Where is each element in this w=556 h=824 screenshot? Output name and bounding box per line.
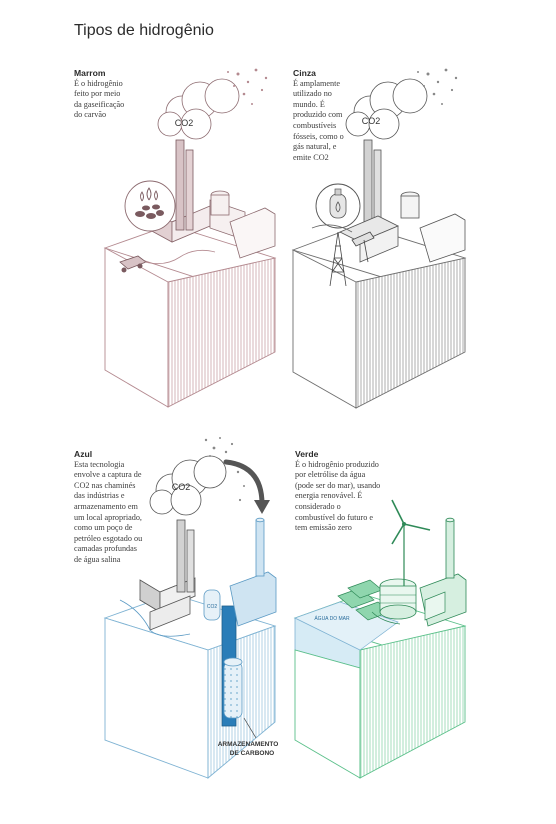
storage-label-line2: DE CARBONO [230,750,274,757]
panel-marrom-line: É o hidrogênio [74,78,123,88]
storage-label-line1: ARMAZENAMENTO [218,741,279,748]
panel-azul-heading: Azul [74,449,93,459]
panel-azul-line: Esta tecnologia [74,459,125,469]
capture-arrow-icon [223,459,265,507]
oil-derrick-icon [329,231,347,287]
panel-cinza-line: utilizado no [293,89,332,99]
panel-marrom-line: da gaseificação [74,99,125,109]
panel-azul-body: Esta tecnologia envolve a captura de CO2… [74,460,174,566]
pumpjack-icon [351,231,375,247]
panel-cinza-line: mundo. É [293,99,325,109]
panel-azul-line: CO2 nas chaminés [74,480,136,490]
panel-verde-heading: Verde [295,449,319,459]
panel-azul-line: petróleo esgotado ou [74,533,143,543]
co2-label-marrom: CO2 [175,118,194,128]
panel-cinza-line: combustíveis [293,120,337,130]
panel-cinza-line: gás natural, e [293,142,337,152]
panel-azul-text: Azul Esta tecnologia envolve a captura d… [74,449,174,566]
particles-marrom [227,68,268,105]
panel-verde-line: combustível do futuro e [295,512,373,522]
panel-verde-line: (pode ser do mar), usando [295,480,381,490]
panel-marrom-line: feito por meio [74,89,121,99]
sea-water-label: ÁGUA DO MAR [314,615,350,622]
panel-azul-line: camadas profundas [74,544,137,554]
coal-icon [124,180,176,232]
panel-cinza-line: É amplamente [293,78,341,88]
panel-cinza-body: É amplamente utilizado no mundo. É produ… [293,79,383,164]
panel-verde-line: por eletrólise da água [295,470,366,480]
panel-verde-text: Verde É o hidrogênio produzido por eletr… [295,449,415,534]
panel-azul-line: como um poço de [74,523,133,533]
co2-label-cinza: CO2 [362,116,381,126]
block-azul: CO2 CO2 ARMAZENAMENTO DE CARBONO [103,437,279,779]
panel-marrom-text: Marrom É o hidrogênio feito por meio da … [74,68,164,121]
panel-azul-line: das indústrias e [74,491,125,501]
panel-verde-body: É o hidrogênio produzido por eletrólise … [295,460,415,534]
block-cinza: CO2 [291,68,467,409]
particles-azul [204,437,245,502]
panel-verde-line: considerado o [295,501,341,511]
panel-cinza-heading: Cinza [293,68,316,78]
panel-cinza-line: emite CO2 [293,152,329,162]
panel-marrom-heading: Marrom [74,68,106,78]
block-marrom: CO2 [103,68,277,408]
panel-verde-line: energia renovável. É [295,491,363,501]
panel-azul-line: armazenamento em [74,501,138,511]
panel-verde-line: tem emissão zero [295,523,352,533]
panel-cinza-line: fósseis, como o [293,131,344,141]
panel-marrom-line: do carvão [74,110,107,120]
block-verde: ÁGUA DO MAR [293,499,467,779]
panel-verde-line: É o hidrogênio produzido [295,459,379,469]
panel-azul-line: um local apropriado, [74,512,142,522]
panel-cinza-text: Cinza É amplamente utilizado no mundo. É… [293,68,383,163]
co2-small-label: CO2 [207,604,218,610]
co2-label-azul: CO2 [172,482,191,492]
page-title: Tipos de hidrogênio [74,22,214,39]
panel-marrom-body: É o hidrogênio feito por meio da gaseifi… [74,79,164,121]
particles-cinza [417,68,458,105]
panel-azul-line: de água salina [74,554,121,564]
panel-azul-line: envolve a captura de [74,470,142,480]
panel-cinza-line: produzido com [293,110,343,120]
